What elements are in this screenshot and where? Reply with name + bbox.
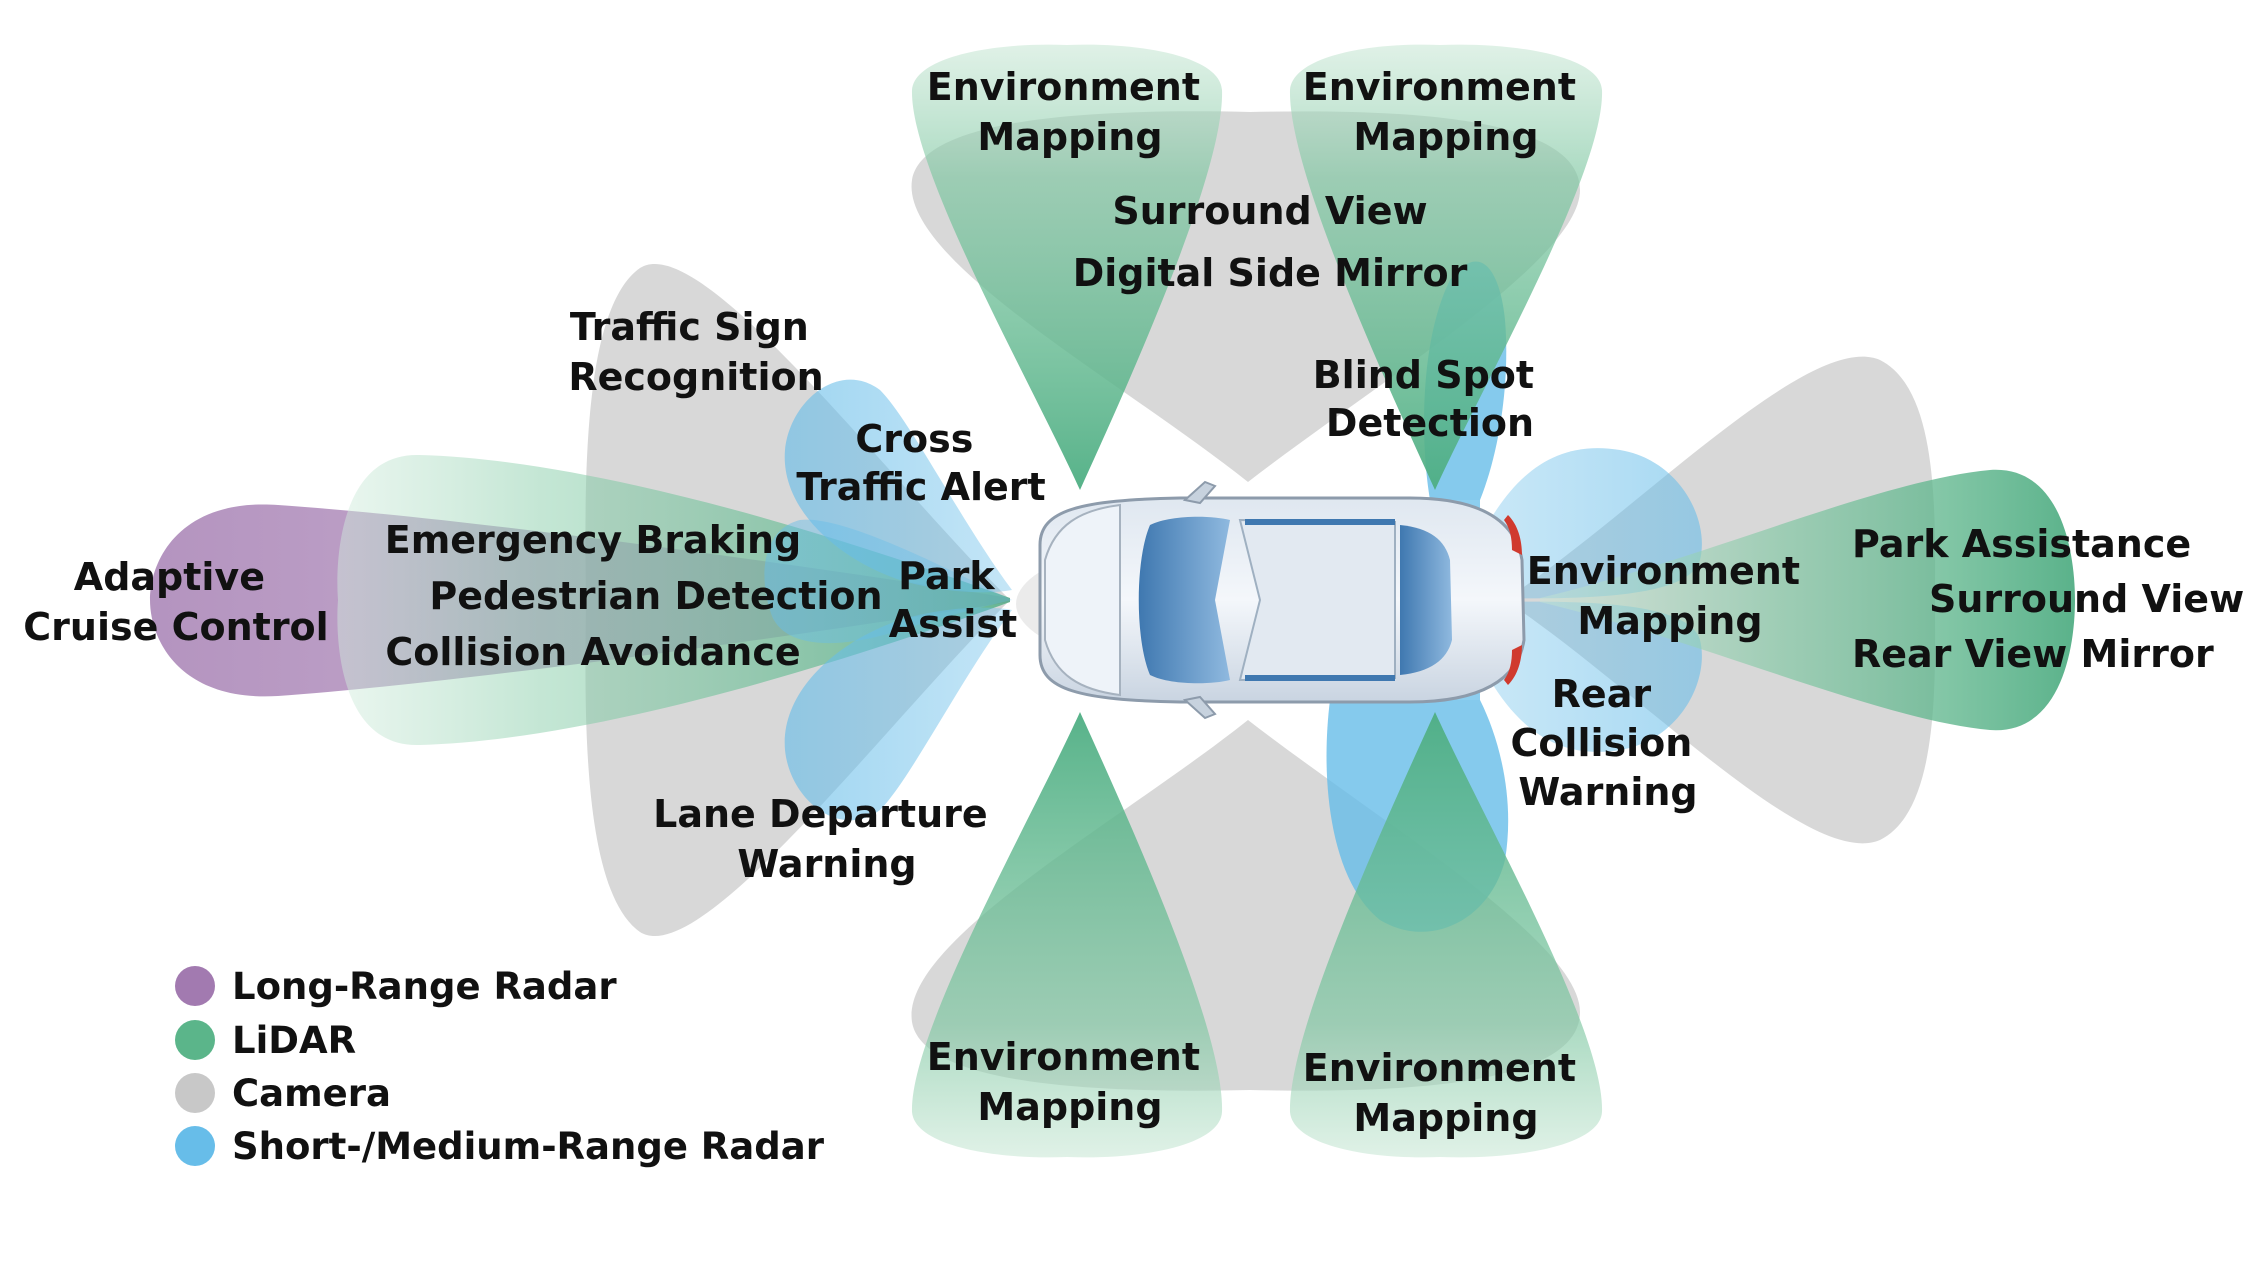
lane-departure-label-line2: Warning [737,842,916,886]
cross-traffic-label-line2: Traffic Alert [796,465,1045,509]
lidar-bottom-right-cone [1289,712,1603,1158]
radar-rear-corner-bottom [1490,601,1702,752]
emergency-braking-label: Emergency Braking [385,518,802,562]
park-assist-label: Park Assist [889,554,1017,646]
env-bottom-left-label-line2: Mapping [977,1085,1162,1129]
rear-view-mirror-label: Rear View Mirror [1852,632,2214,676]
traffic-sign-label-line1: Traffic Sign [570,305,809,349]
surround-view-top-label: Surround View [1112,189,1427,233]
env-rear-label-line1: Environment [1527,549,1800,593]
env-top-right-label: Environment Mapping [1303,65,1590,159]
legend-label: Camera [232,1072,391,1115]
env-top-left-label-line1: Environment [927,65,1200,109]
env-top-left-label: Environment Mapping [927,65,1214,159]
legend: Long-Range Radar LiDAR Camera Short-/Med… [175,965,825,1168]
lidar-top-left-cone [911,44,1223,490]
env-bottom-left-label-line1: Environment [927,1035,1200,1079]
acc-label-line1: Adaptive [74,555,265,599]
env-bottom-right-label-line1: Environment [1303,1046,1576,1090]
traffic-sign-label-line2: Recognition [568,355,823,399]
acc-label: Adaptive Cruise Control [23,555,328,649]
park-assist-label-line1: Park [898,554,995,598]
legend-label: LiDAR [232,1019,356,1062]
env-bottom-left-label: Environment Mapping [927,1035,1214,1129]
lidar-bottom-left-cone [911,712,1223,1158]
legend-item-long-range-radar: Long-Range Radar [175,965,617,1008]
blind-spot-label-line2: Detection [1326,401,1534,445]
legend-swatch-icon [175,1126,215,1166]
park-assist-label-line2: Assist [889,602,1017,646]
traffic-sign-label: Traffic Sign Recognition [568,305,823,399]
env-bottom-right-label: Environment Mapping [1303,1046,1590,1140]
park-assistance-label: Park Assistance [1852,522,2191,566]
env-top-right-label-line1: Environment [1303,65,1576,109]
lidar-rear-beam [1540,469,2075,731]
legend-label: Short-/Medium-Range Radar [232,1125,825,1168]
env-bottom-right-label-line2: Mapping [1353,1096,1538,1140]
blind-spot-label: Blind Spot Detection [1313,353,1548,445]
radar-front-corner-bottom [784,607,1012,821]
env-top-right-label-line2: Mapping [1353,115,1538,159]
digital-side-mirror-label: Digital Side Mirror [1073,251,1468,295]
legend-item-camera: Camera [175,1072,391,1115]
cross-traffic-label: Cross Traffic Alert [796,417,1045,509]
surround-view-rear-label: Surround View [1929,577,2243,621]
lane-departure-label-line1: Lane Departure [653,792,988,836]
cross-traffic-label-line1: Cross [855,417,973,461]
feature-labels: Adaptive Cruise Control Emergency Brakin… [23,65,2243,1140]
legend-swatch-icon [175,966,215,1006]
blind-spot-label-line1: Blind Spot [1313,353,1534,397]
legend-item-lidar: LiDAR [175,1019,356,1062]
radar-rear-corner-top [1490,448,1702,599]
env-top-left-label-line2: Mapping [977,115,1162,159]
legend-swatch-icon [175,1020,215,1060]
env-rear-label: Environment Mapping [1527,549,1814,643]
rear-collision-label-line3: Warning [1518,770,1697,814]
lidar-coverage [911,44,2075,1158]
lidar-top-right-cone [1289,44,1603,490]
collision-avoidance-label: Collision Avoidance [385,630,800,674]
rear-collision-label-line1: Rear [1552,672,1652,716]
lidar-front-beam [337,454,1010,746]
rear-collision-label: Rear Collision Warning [1510,672,1705,814]
rear-collision-label-line2: Collision [1510,721,1692,765]
env-rear-label-line2: Mapping [1577,599,1762,643]
car-topview-icon [1016,480,1526,720]
acc-label-line2: Cruise Control [23,605,328,649]
legend-item-short-medium-radar: Short-/Medium-Range Radar [175,1125,825,1168]
lane-departure-label: Lane Departure Warning [653,792,1001,886]
legend-swatch-icon [175,1073,215,1113]
pedestrian-detection-label: Pedestrian Detection [429,574,882,618]
legend-label: Long-Range Radar [232,965,617,1008]
